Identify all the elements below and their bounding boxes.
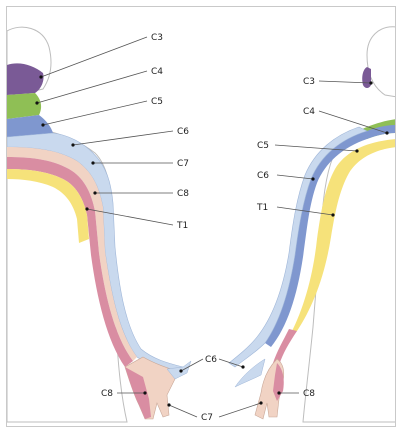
left-label-t1: T1	[176, 221, 188, 231]
left-c4-region	[7, 93, 41, 119]
left-figure: C3 C4 C5 C6 C7 C8 T1	[7, 27, 191, 422]
left-label-c7: C7	[177, 159, 189, 169]
left-label-c4: C4	[151, 67, 163, 77]
left-label-c6: C6	[177, 127, 189, 137]
right-label-c4: C4	[303, 107, 315, 117]
left-label-c3: C3	[151, 33, 163, 43]
dermatome-diagram: C3 C4 C5 C6 C7 C8 T1	[6, 6, 396, 427]
dermatome-figure: C3 C4 C5 C6 C7 C8 T1	[7, 7, 396, 427]
right-c3-region	[362, 67, 371, 88]
hand-label-c7: C7	[201, 413, 213, 423]
left-label-c8: C8	[177, 189, 189, 199]
right-figure: C3 C4 C5 C6 T1	[229, 27, 396, 422]
hand-label-c8-left: C8	[101, 389, 113, 399]
left-label-c5: C5	[151, 97, 163, 107]
right-head-outline	[367, 27, 396, 97]
hand-label-c6: C6	[205, 355, 217, 365]
right-label-t1: T1	[256, 203, 268, 213]
hand-label-c8-right: C8	[303, 389, 315, 399]
right-label-c6: C6	[257, 171, 269, 181]
right-label-c5: C5	[257, 141, 269, 151]
right-label-c3: C3	[303, 77, 315, 87]
